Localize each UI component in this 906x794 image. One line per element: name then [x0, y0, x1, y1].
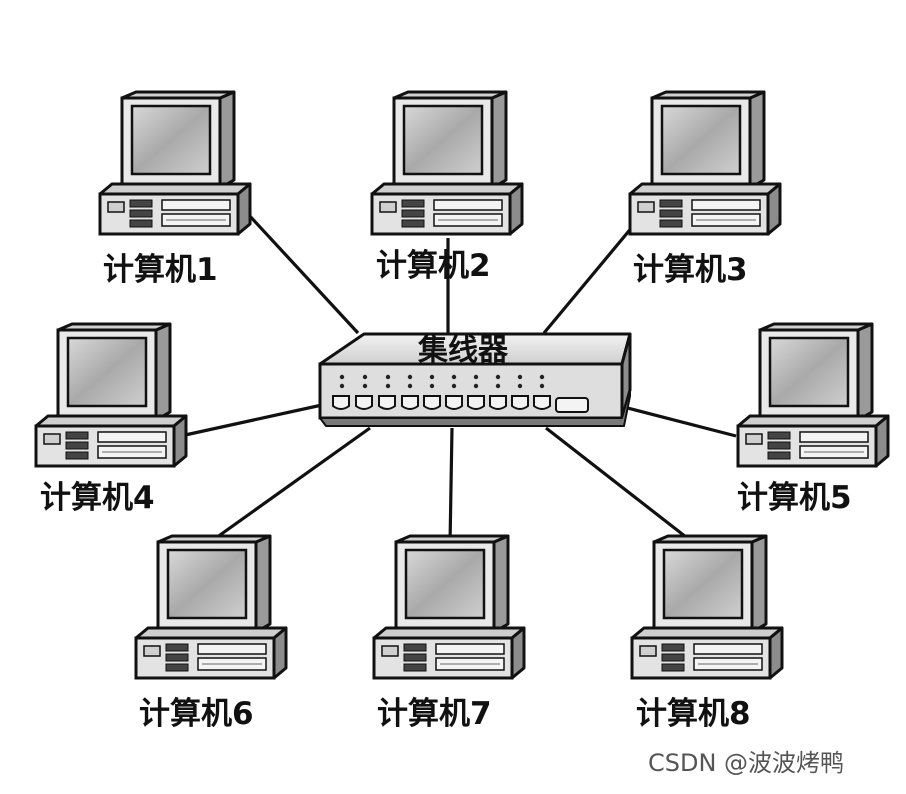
- desktop-computer-icon: [736, 322, 890, 468]
- computer-4: [34, 322, 188, 468]
- hub-label: 集线器: [417, 333, 509, 368]
- cable-pc8: [545, 426, 705, 553]
- computer-2: [370, 90, 524, 236]
- computer-label-3: 计算机3: [633, 252, 748, 288]
- computer-6: [134, 534, 288, 680]
- cable-pc1: [233, 198, 360, 335]
- watermark: CSDN @波波烤鸭: [648, 749, 844, 777]
- computer-8: [630, 534, 784, 680]
- desktop-computer-icon: [630, 534, 784, 680]
- desktop-computer-icon: [628, 90, 782, 236]
- computer-label-5: 计算机5: [737, 480, 852, 516]
- computer-label-7: 计算机7: [377, 696, 492, 732]
- computer-label-2: 计算机2: [376, 248, 491, 284]
- computer-label-4: 计算机4: [40, 480, 155, 516]
- hub-ports: [332, 395, 551, 410]
- computer-5: [736, 322, 890, 468]
- network-hub-icon: 集线器: [318, 332, 632, 427]
- desktop-computer-icon: [372, 534, 526, 680]
- desktop-computer-icon: [34, 322, 188, 468]
- desktop-computer-icon: [98, 90, 252, 236]
- cable-pc6: [205, 426, 371, 547]
- desktop-computer-icon: [134, 534, 288, 680]
- hub-uplink-port: [555, 397, 589, 413]
- desktop-computer-icon: [370, 90, 524, 236]
- computer-label-8: 计算机8: [636, 696, 751, 732]
- cable-pc5: [611, 402, 737, 438]
- computer-1: [98, 90, 252, 236]
- computer-label-1: 计算机1: [103, 252, 218, 288]
- computer-7: [372, 534, 526, 680]
- cable-pc7: [448, 427, 454, 546]
- computer-label-6: 计算机6: [139, 696, 254, 732]
- computer-3: [628, 90, 782, 236]
- cable-pc4: [175, 403, 323, 439]
